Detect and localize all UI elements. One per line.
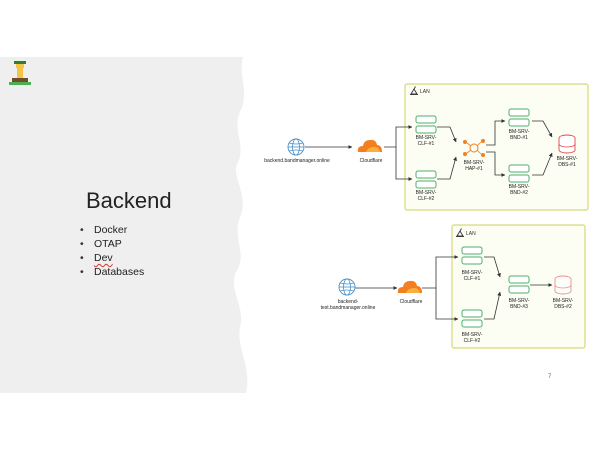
bullet-item-docker: Docker [80,223,144,237]
bullet-item-otap: OTAP [80,237,144,251]
node-label-dbs2: BM-SRV-DBS-#2 [553,298,574,310]
node-label-dbs1: BM-SRV-DBS-#1 [557,156,578,168]
app-logo [9,61,31,85]
load-balancer-icon [463,139,485,157]
node-label-clf1: BM-SRV-CLF-#1 [416,135,437,147]
node-label-clf1: BM-SRV-CLF-#1 [462,270,483,282]
node-label-clf2: BM-SRV-CLF-#2 [416,190,437,202]
node-label-clf2: BM-SRV-CLF-#2 [462,332,483,344]
node-label-bnd2: BM-SRV-BND-#2 [509,184,530,196]
database-icon-dbs2 [554,275,572,295]
page-number: 7 [548,374,552,380]
diagram-bottom: LAN backend-test.bandmanager.online Clou… [321,224,586,349]
slide-title: Backend [86,188,172,213]
bullet-item-databases: Databases [80,265,144,279]
lan-label: LAN [420,89,430,95]
domain-label: backend-test.bandmanager.online [321,299,376,311]
globe-icon [287,138,305,156]
cloudflare-label: Cloudflare [360,158,383,164]
slide: Backend Docker OTAP Dev Databases [0,57,600,393]
lan-label: LAN [466,231,476,237]
node-label-bnd1: BM-SRV-BND-#1 [509,129,530,141]
cloudflare-label: Cloudflare [400,299,423,305]
bullet-item-dev: Dev [80,251,144,265]
architecture-diagram: LAN backend.bandmanager.online Cloudflar… [264,83,589,349]
node-label-hap: BM-SRV-HAP-#1 [464,160,485,172]
domain-label: backend.bandmanager.online [264,158,330,164]
database-icon-dbs1 [558,134,576,154]
node-label-bnd3: BM-SRV-BND-#3 [509,298,530,310]
globe-icon [338,278,356,296]
bullet-list: Docker OTAP Dev Databases [80,223,144,279]
cloudflare-icon [397,280,422,293]
cloudflare-icon [357,139,382,152]
lan-group-box [404,83,589,211]
diagram-top: LAN backend.bandmanager.online Cloudflar… [264,83,589,211]
